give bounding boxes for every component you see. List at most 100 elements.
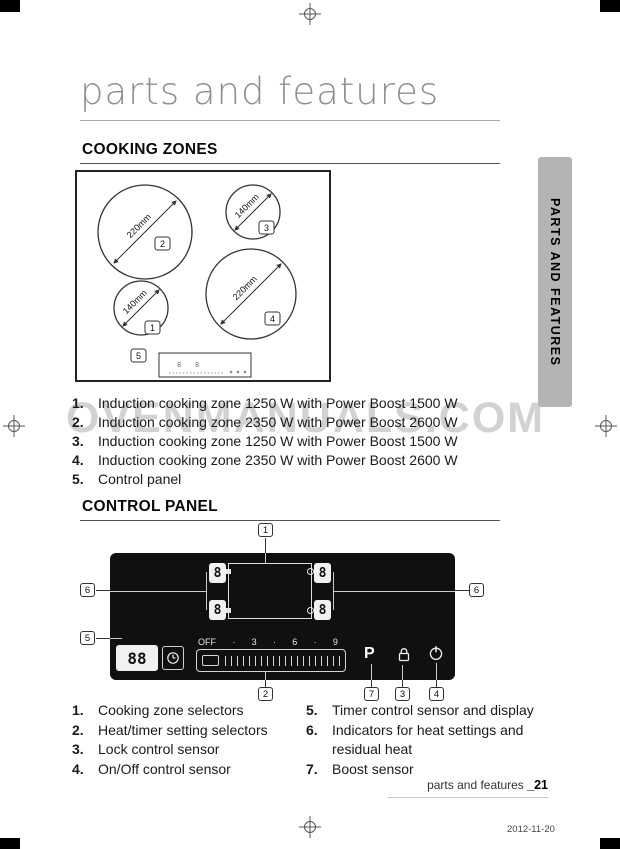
zone-selector-mark xyxy=(226,608,231,613)
connector-line xyxy=(265,672,266,680)
callout-line xyxy=(265,538,266,553)
callout-1: 1 xyxy=(150,323,155,333)
slider-scale-labels: OFF · 3 · 6 · 9 xyxy=(198,637,338,647)
title-rule xyxy=(80,120,500,121)
timer-sensor xyxy=(162,646,184,670)
corner-mark-br xyxy=(600,838,620,849)
list-item: 2.Heat/timer setting selectors xyxy=(72,721,268,738)
callout-line xyxy=(96,590,110,591)
corner-mark-tr xyxy=(600,0,620,12)
control-panel-list-right: 5.Timer control sensor and display 6.Ind… xyxy=(306,701,554,779)
zone-selector-mark xyxy=(226,569,231,574)
connector-line xyxy=(333,572,334,610)
print-date: 2012-11-20 xyxy=(507,824,555,835)
footer-page-number: _21 xyxy=(527,778,548,792)
lock-icon xyxy=(398,648,410,662)
page-title: parts and features xyxy=(80,70,440,113)
registration-mark-left xyxy=(3,415,25,437)
mini-digit: 8 xyxy=(195,361,199,369)
callout-6-left: 6 xyxy=(80,583,95,597)
list-item: 1.Induction cooking zone 1250 W with Pow… xyxy=(72,395,458,411)
measure-arrows xyxy=(113,193,282,327)
list-item: 7.Boost sensor xyxy=(306,760,414,777)
page-footer: parts and features _21 xyxy=(248,778,548,792)
power-sensor xyxy=(428,645,444,666)
slider-label-6: 6 xyxy=(292,637,298,647)
callout-3: 3 xyxy=(264,223,269,233)
corner-mark-bl xyxy=(0,838,20,849)
connector-line xyxy=(206,572,207,610)
slider-off-key xyxy=(202,655,219,666)
heat-display: 8 xyxy=(209,563,226,583)
zone-selector-area xyxy=(226,563,314,619)
list-item: 5.Control panel xyxy=(72,471,182,487)
heat-display: 8 xyxy=(314,563,331,583)
power-icon xyxy=(429,646,443,661)
footer-rule xyxy=(388,797,548,798)
connector-line xyxy=(110,638,122,639)
slider-label-3: 3 xyxy=(251,637,257,647)
sidebar-tab: PARTS AND FEATURES xyxy=(538,157,572,407)
zone-circle-220-top-left xyxy=(97,184,193,280)
callout-5: 5 xyxy=(136,351,141,361)
list-item: 5.Timer control sensor and display xyxy=(306,702,534,718)
list-item: 3.Lock control sensor xyxy=(72,741,220,757)
connector-line xyxy=(333,591,455,592)
timer-icon xyxy=(167,652,179,664)
cooking-zone-circles xyxy=(97,184,297,340)
list-item: 1.Cooking zone selectors xyxy=(72,702,244,718)
registration-mark-top xyxy=(299,3,321,25)
control-panel-rule xyxy=(80,520,500,521)
callout-line xyxy=(402,680,403,687)
heat-timer-slider xyxy=(196,649,346,672)
registration-mark-right xyxy=(595,415,617,437)
callout-line xyxy=(265,680,266,687)
registration-mark-bottom xyxy=(299,816,321,838)
zone-circle-220-bottom-right xyxy=(205,248,297,340)
cooking-zones-heading: COOKING ZONES xyxy=(82,141,218,158)
timer-display: 88 xyxy=(116,645,158,671)
callout-6-right: 6 xyxy=(469,583,484,597)
slider-ticks xyxy=(225,655,340,666)
list-item: 6.Indicators for heat settings and resid… xyxy=(306,721,524,758)
footer-label: parts and features xyxy=(427,778,528,792)
callout-7: 7 xyxy=(364,687,379,701)
list-item: 2.Induction cooking zone 2350 W with Pow… xyxy=(72,414,458,430)
diagram-callouts: 2 3 1 4 5 xyxy=(130,220,281,363)
watermark: OVENMANUALS.COM xyxy=(66,394,546,442)
control-panel-diagram: 8 8 8 8 88 OFF · 3 · 6 · 9 xyxy=(110,553,455,680)
slider-dot: · xyxy=(313,637,317,647)
list-item: 3.Induction cooking zone 1250 W with Pow… xyxy=(72,433,458,449)
list-item: 4.Induction cooking zone 2350 W with Pow… xyxy=(72,452,458,468)
cooking-zones-rule xyxy=(80,163,500,164)
mini-digit: 8 xyxy=(177,361,181,369)
control-panel-list-left: 1.Cooking zone selectors 2.Heat/timer se… xyxy=(72,701,302,779)
sidebar-tab-label: PARTS AND FEATURES xyxy=(548,197,562,367)
slider-label-off: OFF xyxy=(198,637,216,647)
connector-line xyxy=(371,664,372,680)
zone-selector-mark xyxy=(307,607,314,614)
callout-line xyxy=(436,680,437,687)
slider-label-9: 9 xyxy=(332,637,338,647)
cooktop-diagram: 220mm 140mm 140mm 220mm 2 3 1 4 5 8 8 xyxy=(75,170,331,382)
slider-dot: · xyxy=(272,637,276,647)
callout-2: 2 xyxy=(258,687,273,701)
callout-line xyxy=(371,680,372,687)
connector-line xyxy=(110,591,206,592)
callout-3: 3 xyxy=(395,687,410,701)
heat-display: 8 xyxy=(314,600,331,620)
callout-line xyxy=(96,638,110,639)
callout-2: 2 xyxy=(160,239,165,249)
heat-display: 8 xyxy=(209,600,226,620)
connector-line xyxy=(265,553,266,563)
boost-sensor: P xyxy=(364,645,375,662)
callout-line xyxy=(455,590,469,591)
zone-selector-mark xyxy=(307,568,314,575)
callout-1: 1 xyxy=(258,523,273,537)
control-panel-heading: CONTROL PANEL xyxy=(82,498,218,515)
callout-5: 5 xyxy=(80,631,95,645)
callout-4: 4 xyxy=(270,314,275,324)
connector-line xyxy=(402,665,403,680)
callout-4: 4 xyxy=(429,687,444,701)
lock-sensor xyxy=(397,647,411,667)
